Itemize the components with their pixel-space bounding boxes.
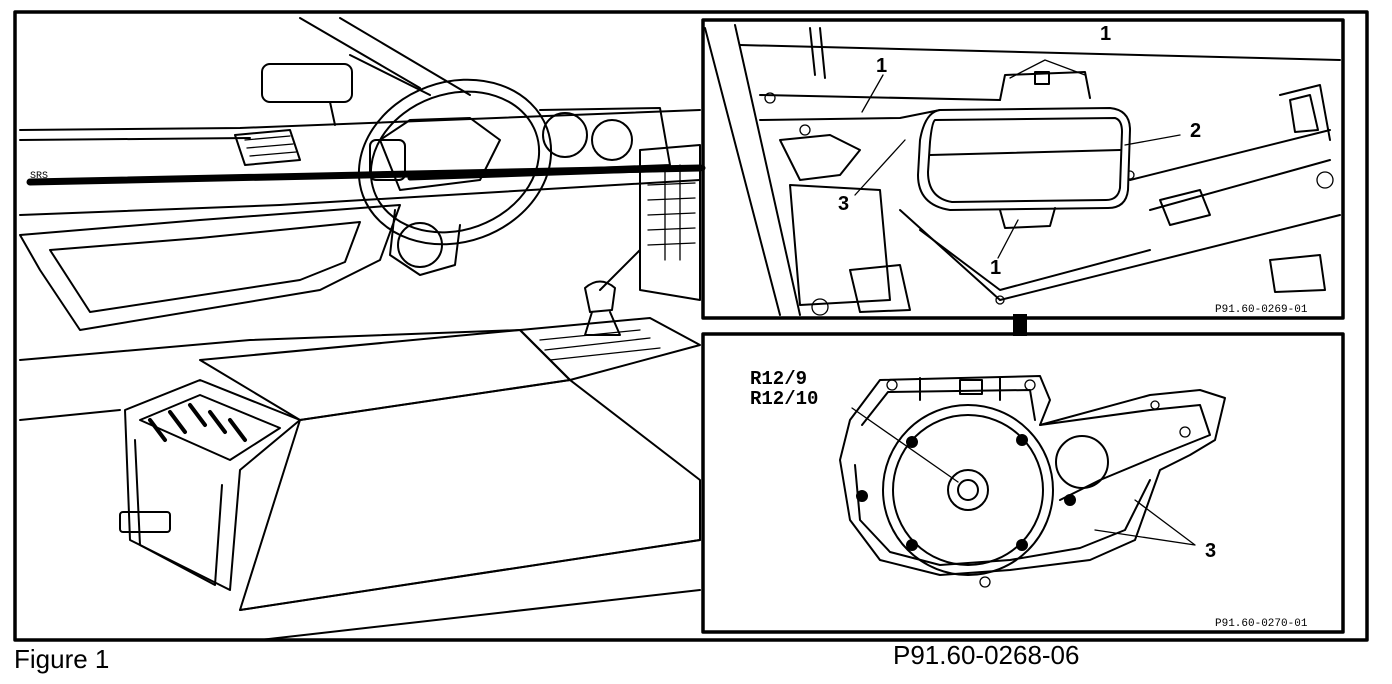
rearview-mirror bbox=[261, 63, 353, 103]
callout-3: 3 bbox=[838, 193, 849, 215]
srs-dash-label: SRS bbox=[30, 171, 48, 182]
drawing-id: P91.60-0268-06 bbox=[893, 640, 1080, 670]
callout-1-top: 1 bbox=[1100, 23, 1111, 45]
sensor-bracket bbox=[839, 375, 1226, 576]
figure-frame bbox=[13, 10, 1369, 642]
crash-sensor bbox=[947, 469, 989, 511]
main-interior-view: SRS bbox=[19, 17, 704, 641]
console-rear-face bbox=[124, 379, 301, 591]
label-r12-10: R12/10 bbox=[750, 388, 818, 410]
callout-2: 2 bbox=[1190, 120, 1201, 142]
label-r12-9: R12/9 bbox=[750, 368, 807, 390]
tachometer bbox=[591, 119, 633, 161]
callout-3-bottom: 3 bbox=[1205, 540, 1216, 562]
door-panel bbox=[19, 204, 401, 331]
inset-top-detail: 1 1 2 3 1 P91.60-0269-01 bbox=[701, 18, 1345, 320]
inset-top-ref-code: P91.60-0269-01 bbox=[1215, 304, 1308, 316]
inset-bottom-ref-code: P91.60-0270-01 bbox=[1215, 618, 1308, 630]
airbag-module bbox=[916, 106, 1132, 212]
gear-shift-knob bbox=[584, 280, 616, 313]
callout-1-left: 1 bbox=[876, 55, 887, 77]
speedometer bbox=[542, 112, 588, 158]
steering-wheel bbox=[357, 78, 553, 246]
inset-bottom-detail: R12/9 R12/10 3 P91.60-0270-01 bbox=[701, 332, 1345, 634]
figure-caption: Figure 1 bbox=[14, 644, 110, 674]
callout-1-bottom: 1 bbox=[990, 257, 1001, 279]
